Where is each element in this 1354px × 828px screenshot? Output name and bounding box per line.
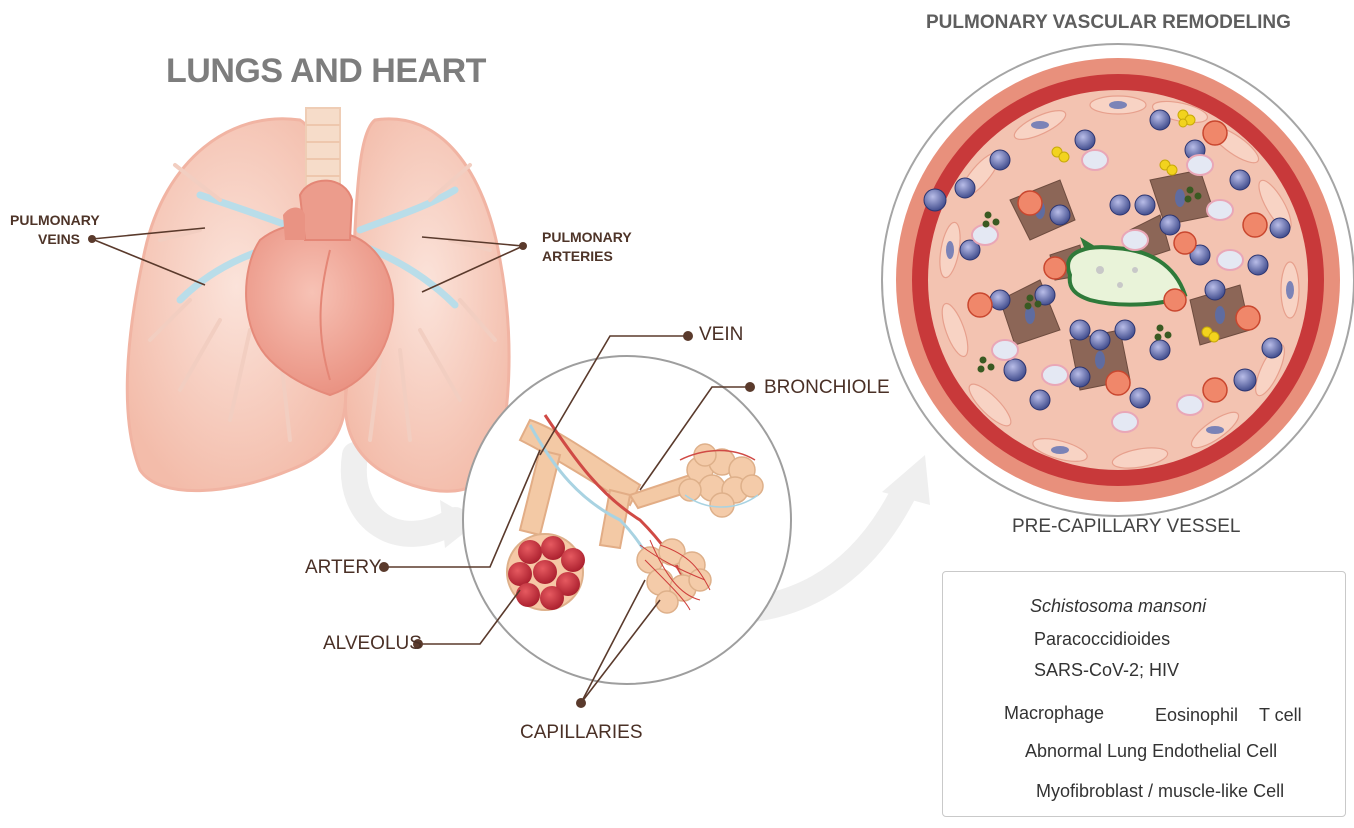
vascular-remodeling-title: PULMONARY VASCULAR REMODELING xyxy=(926,12,1291,34)
label-bronchiole: BRONCHIOLE xyxy=(764,377,890,399)
label-capillaries: CAPILLARIES xyxy=(520,722,643,744)
label-pulmonary-arteries-line1: PULMONARY xyxy=(542,228,632,247)
label-pulmonary-arteries-line2: ARTERIES xyxy=(542,247,613,266)
legend-endothelial: Abnormal Lung Endothelial Cell xyxy=(1025,741,1277,762)
legend-tcell: T cell xyxy=(1259,705,1302,726)
legend-schistosoma: Schistosoma mansoni xyxy=(1030,596,1206,617)
pre-capillary-vessel-caption: PRE-CAPILLARY VESSEL xyxy=(1012,516,1240,538)
main-title: LUNGS AND HEART xyxy=(166,52,486,91)
alveolus-red-cluster xyxy=(507,534,585,610)
legend-myofibroblast: Myofibroblast / muscle-like Cell xyxy=(1036,781,1284,802)
label-vein: VEIN xyxy=(699,324,743,346)
legend-virus: SARS-CoV-2; HIV xyxy=(1034,660,1179,681)
vessel-cross-section xyxy=(896,58,1340,502)
legend-eosinophil: Eosinophil xyxy=(1155,705,1238,726)
legend-paracoccidioides: Paracoccidioides xyxy=(1034,629,1170,650)
alveolar-circle xyxy=(463,356,791,684)
lungs-illustration xyxy=(127,108,509,491)
label-alveolus: ALVEOLUS xyxy=(323,633,422,655)
label-pulmonary-veins-line1: PULMONARY xyxy=(10,211,100,230)
legend-macrophage: Macrophage xyxy=(1004,703,1104,724)
label-artery: ARTERY xyxy=(305,557,381,579)
label-pulmonary-veins-line2: VEINS xyxy=(38,230,80,249)
